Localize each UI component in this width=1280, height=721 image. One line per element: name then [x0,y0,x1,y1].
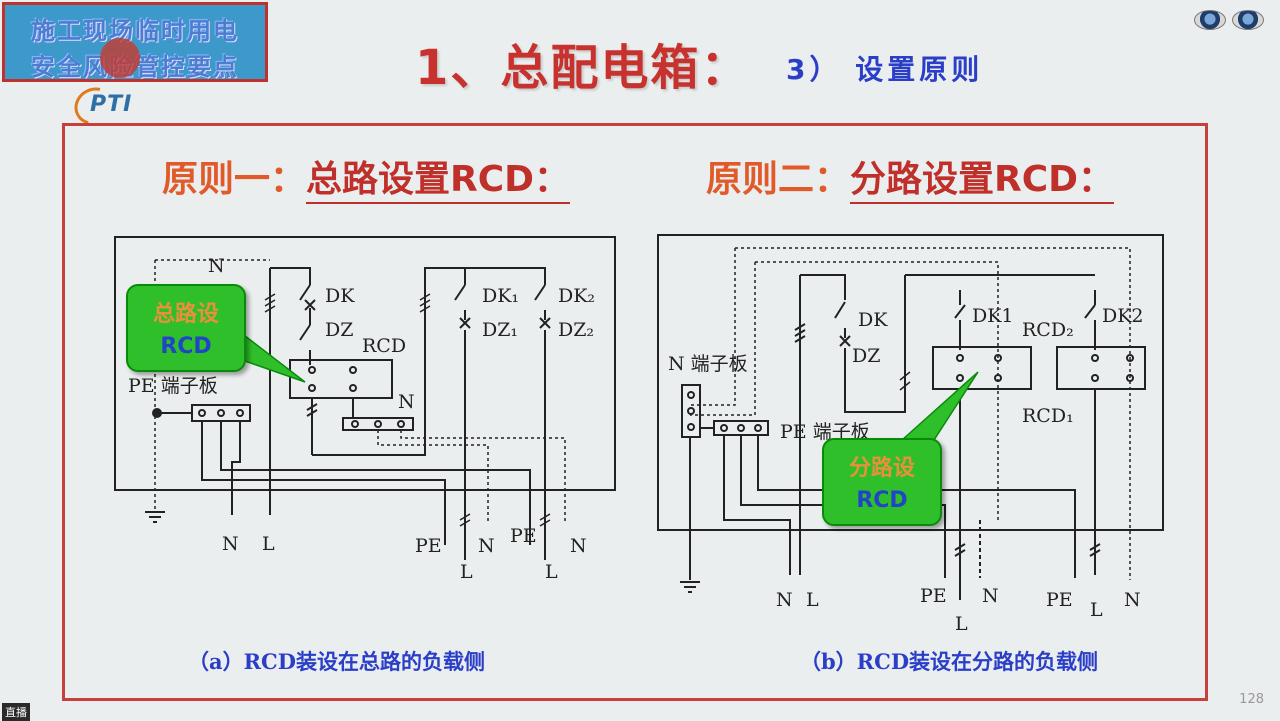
right-heading: 原则二：分路设置RCD： [706,150,1115,204]
right-label-dz: DZ [852,345,880,367]
right-label-n1: N [982,585,999,607]
left-heading: 原则一：总路设置RCD： [162,150,571,204]
left-caption: （a）RCD装设在总路的负载侧 [188,649,485,674]
left-label-pe-board: PE 端子板 [128,375,218,397]
right-label-out-n: N [776,589,793,611]
badge-line-1: 施工现场临时用电 [31,17,239,45]
left-label-rcd: RCD [362,335,406,357]
left-labels: N DK DZ RCD PE 端子板 N DK₁ DZ₁ DK₂ DZ₂ N L… [128,255,595,583]
left-diagram [114,236,616,560]
left-callout-line1: 总路设 [152,302,219,327]
left-label-dk2: DK₂ [558,285,595,307]
right-label-dk1: DK1 [972,305,1014,327]
left-label-dz2: DZ₂ [558,319,594,341]
left-callout-line2: RCD [160,334,212,359]
right-heading-sub: 分路设置RCD： [850,159,1115,204]
right-callout: 分路设 RCD [822,438,942,526]
left-label-out-l: L [262,533,275,555]
right-label-pe-board: PE 端子板 [780,421,870,443]
live-tag: 直播 [2,703,30,721]
left-box-outline [114,236,616,491]
next-slide-button[interactable] [1232,10,1264,30]
right-label-pe2: PE [1046,589,1073,611]
left-label-n1: N [478,535,495,557]
right-callout-pointer [900,371,979,441]
left-label-l2: L [545,561,558,583]
logo: PTI [90,92,133,117]
right-label-dk2: DK2 [1102,305,1144,327]
right-label-dk: DK [858,309,888,331]
right-labels: N 端子板 DK DZ DK1 RCD₂ DK2 PE 端子板 RCD₁ N L… [668,305,1144,635]
left-label-n-top: N [208,255,225,277]
left-label-dk1: DK₁ [482,285,519,307]
left-label-pe2: PE [510,525,537,547]
left-label-out-n: N [222,533,239,555]
right-heading-lead: 原则二： [706,159,851,200]
left-label-n-board: N [398,391,415,413]
left-label-pe1: PE [415,535,442,557]
seal-icon [100,38,140,78]
left-label-dk: DK [325,285,355,307]
right-label-n2: N [1124,589,1141,611]
content-panel [62,123,1208,701]
right-box-outline [657,234,1164,531]
right-label-rcd1: RCD₁ [1022,405,1074,427]
left-label-dz1: DZ₁ [482,319,518,341]
prev-slide-button[interactable] [1194,10,1226,30]
left-label-dz: DZ [325,319,353,341]
right-label-pe1: PE [920,585,947,607]
left-heading-sub: 总路设置RCD： [306,159,571,204]
left-heading-lead: 原则一： [162,159,307,200]
right-label-n-board: N 端子板 [668,353,748,375]
page-subtitle: 3） 设置原则 [786,53,984,86]
left-callout-pointer [239,330,306,383]
left-label-n2: N [570,535,587,557]
right-callout-line1: 分路设 [848,456,915,481]
page-number: 128 [1239,692,1264,707]
left-callout: 总路设 RCD [126,284,246,372]
right-label-out-l: L [806,589,819,611]
page-title: 1、总配电箱： [415,40,751,96]
right-label-l2: L [1090,599,1103,621]
right-label-l1: L [955,613,968,635]
right-callout-line2: RCD [856,488,908,513]
right-label-rcd2: RCD₂ [1022,319,1074,341]
left-label-l1: L [460,561,473,583]
right-caption: （b）RCD装设在分路的负载侧 [800,649,1099,674]
right-diagram [657,234,1164,600]
